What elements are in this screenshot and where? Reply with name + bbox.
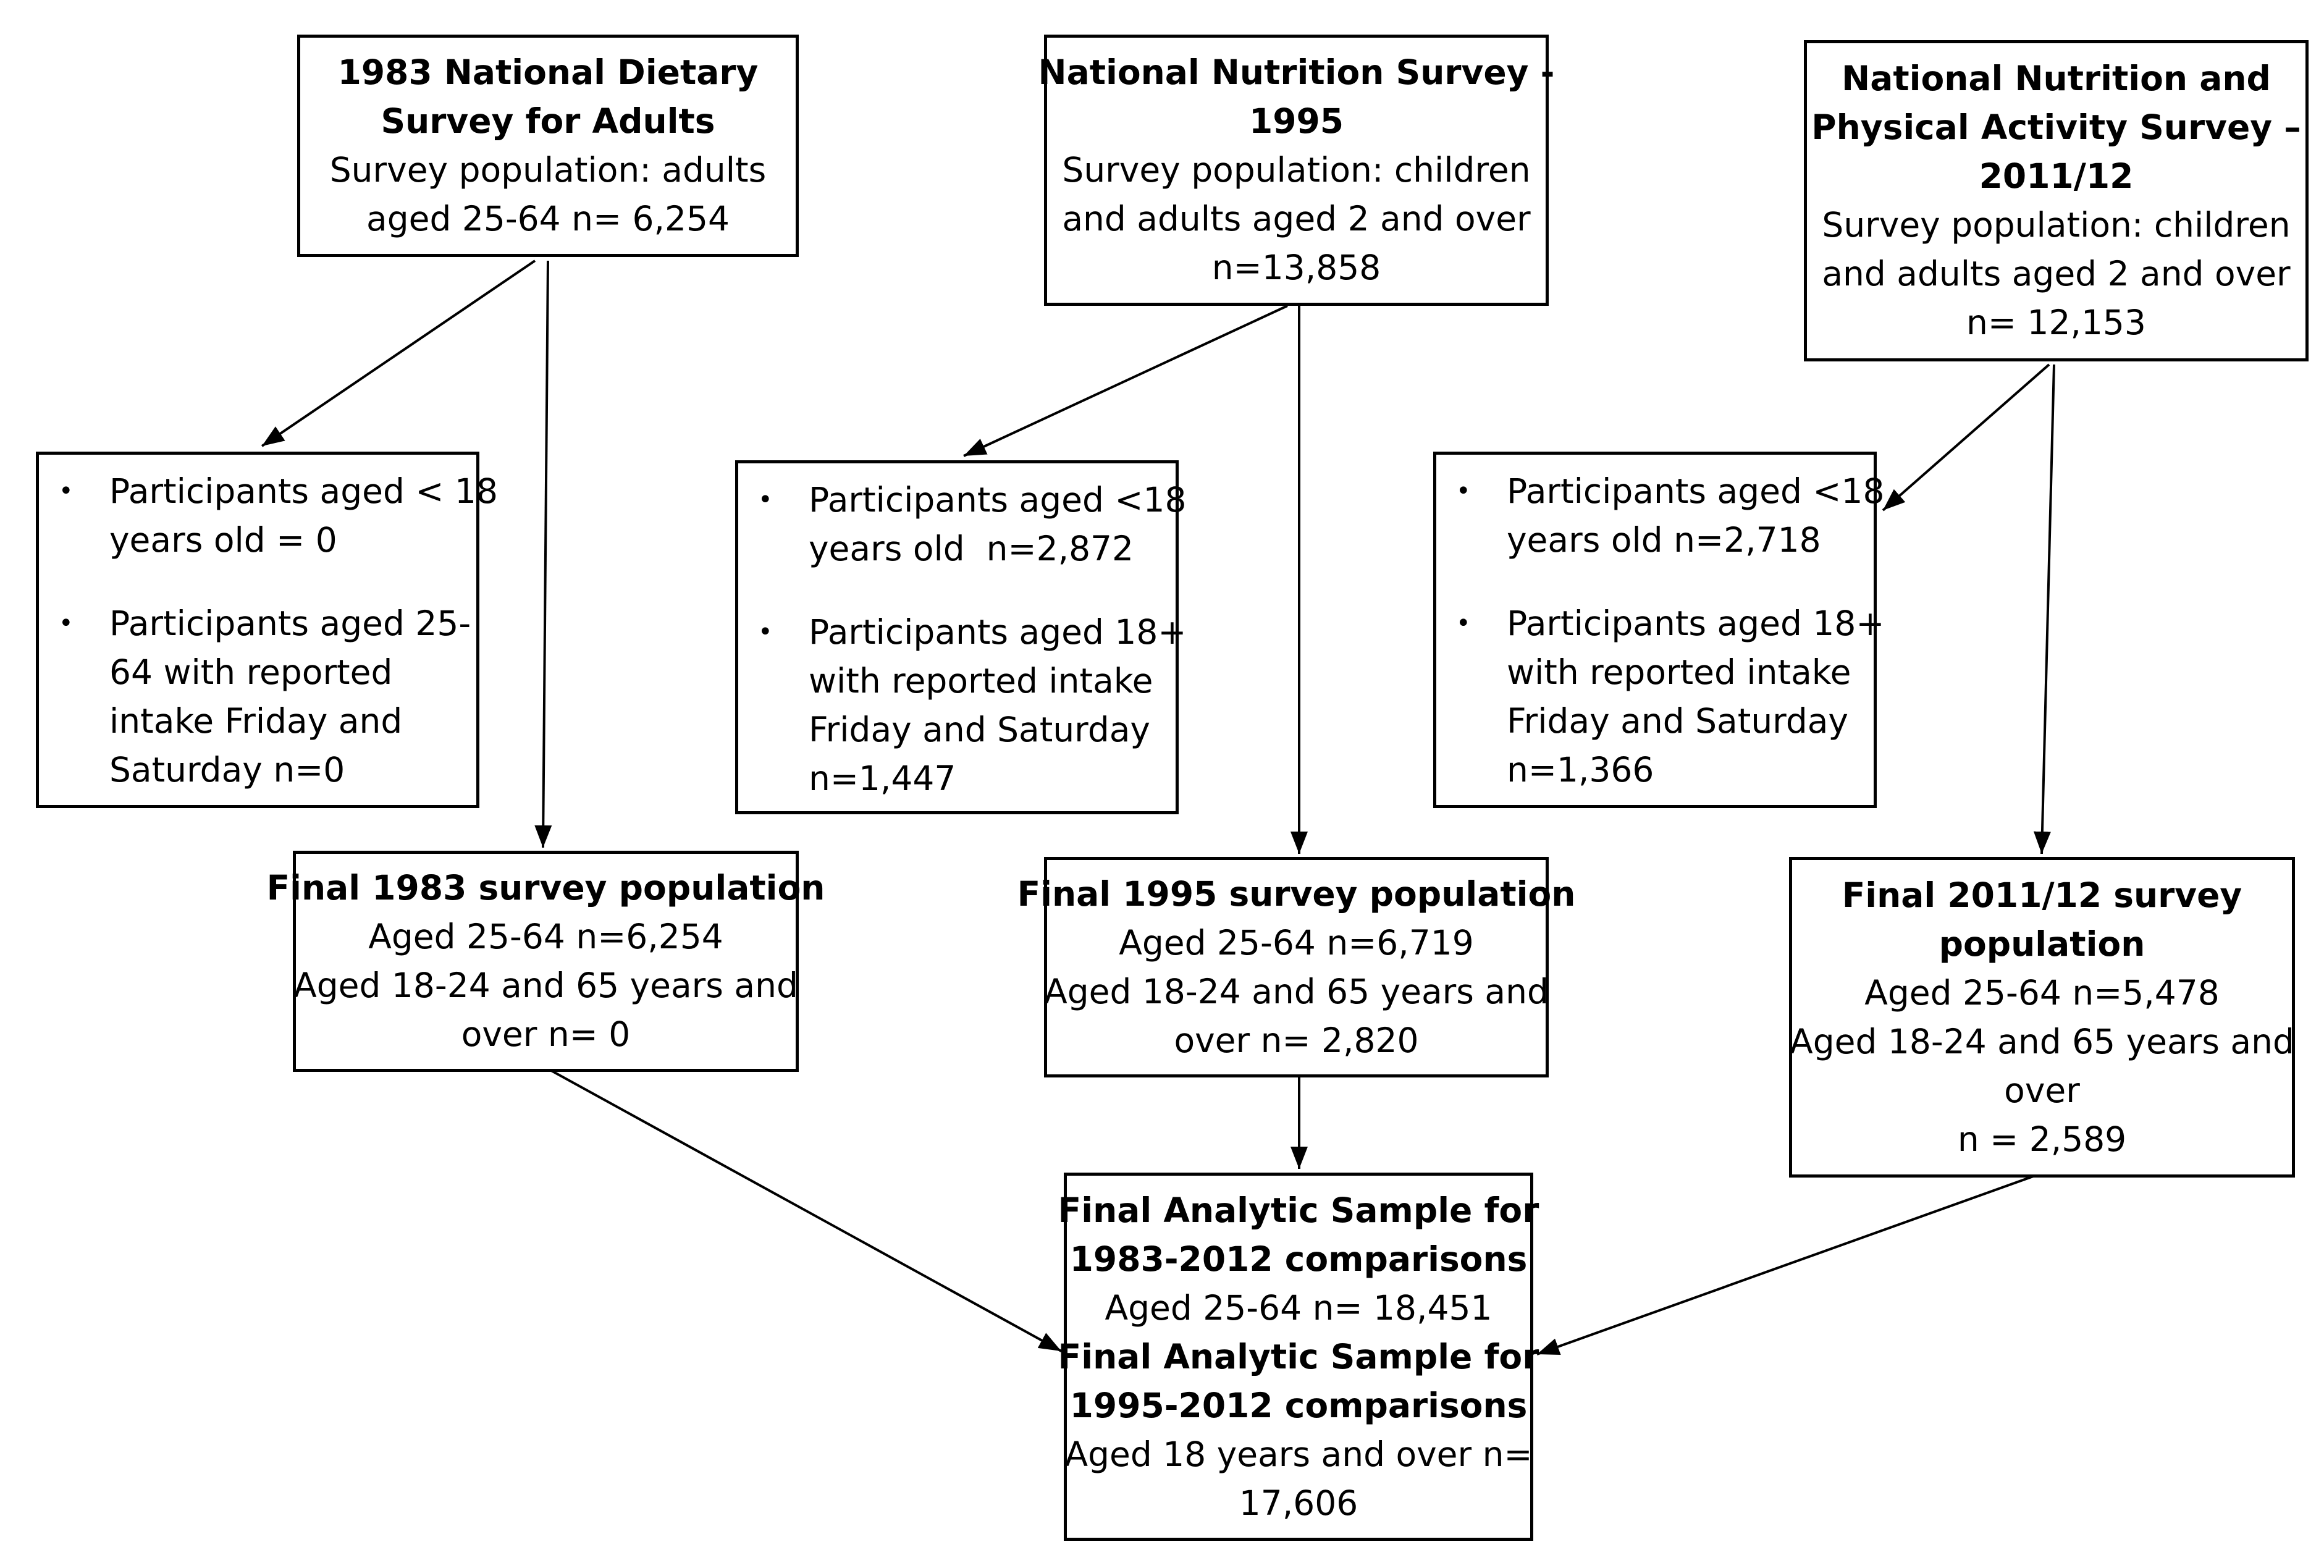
analytic-title-2-line: 1995-2012 comparisons	[1069, 1385, 1528, 1425]
exclusion-line: Friday and Saturday	[1507, 701, 1848, 741]
final-1983-body-line: Aged 25-64 n=6,254	[368, 917, 723, 956]
arrow-2011-to-final	[2033, 364, 2055, 854]
final-1995-box: Final 1995 survey population Aged 25-64 …	[1017, 857, 1575, 1077]
final-analytic-sample-box: Final Analytic Sample for 1983-2012 comp…	[1058, 1173, 1539, 1541]
final-2011-body-line: over	[2004, 1070, 2080, 1110]
survey-1983-title-line: 1983 National Dietary	[337, 53, 759, 92]
arrow-1983-to-final	[534, 260, 552, 848]
bullet-icon: •	[59, 477, 74, 505]
survey-2011-box: National Nutrition and Physical Activity…	[1804, 40, 2309, 361]
exclusion-item: • Participants aged 18+ with reported in…	[1451, 599, 1884, 795]
final-1995-body-line: Aged 25-64 n=6,719	[1119, 922, 1474, 963]
survey-2011-title-line: 2011/12	[1979, 156, 2134, 196]
survey-1995-body: Survey population: children and adults a…	[1062, 146, 1530, 292]
survey-1983-body-line: aged 25-64 n= 6,254	[366, 199, 730, 238]
exclusion-line: Participants aged 18+	[1507, 604, 1885, 643]
exclusion-item: • Participants aged 25- 64 with reported…	[54, 599, 471, 795]
survey-1995-box: National Nutrition Survey - 1995 Survey …	[1038, 35, 1554, 306]
exclusion-item: • Participants aged <18 years old n=2,71…	[1451, 467, 1884, 565]
final-2011-box: Final 2011/12 survey population Aged 25-…	[1789, 857, 2295, 1178]
analytic-body-2-line: 17,606	[1239, 1483, 1358, 1523]
exclusion-line: Participants aged 25-	[109, 604, 471, 643]
survey-1995-body-line: n=13,858	[1211, 248, 1381, 287]
final-2011-body-line: Aged 25-64 n=5,478	[1864, 972, 2220, 1013]
exclusion-text: Participants aged <18 years old n=2,718	[1507, 467, 1884, 565]
arrow-2011-to-exclusions	[1882, 363, 2050, 512]
bullet-icon: •	[59, 609, 74, 638]
survey-1995-title: National Nutrition Survey - 1995	[1038, 48, 1555, 146]
arrow-final-2011-to-analytic	[1536, 1174, 2037, 1355]
exclusion-line: Participants aged <18	[1507, 471, 1885, 511]
exclusion-item: • Participants aged 18+ with reported in…	[753, 608, 1186, 803]
survey-1995-title-line: National Nutrition Survey -	[1038, 53, 1555, 92]
final-1995-body-line: Aged 18-24 and 65 years and	[1044, 971, 1549, 1011]
survey-1995-body-line: and adults aged 2 and over	[1062, 199, 1531, 238]
exclusions-1983-box: • Participants aged < 18 years old = 0 •…	[36, 452, 498, 808]
exclusion-line: n=1,366	[1507, 750, 1654, 790]
analytic-title-1-line: Final Analytic Sample for	[1058, 1190, 1539, 1230]
survey-2011-body: Survey population: children and adults a…	[1822, 201, 2290, 347]
exclusion-line: Friday and Saturday	[809, 710, 1150, 749]
exclusion-line: years old n=2,872	[809, 529, 1134, 568]
exclusion-line: Saturday n=0	[109, 750, 345, 790]
exclusion-line: intake Friday and	[109, 701, 403, 741]
final-1983-title: Final 1983 survey population	[266, 868, 825, 908]
exclusion-text: Participants aged 18+ with reported inta…	[809, 608, 1186, 803]
bullet-icon: •	[1456, 477, 1471, 505]
final-1983-body-line: Aged 18-24 and 65 years and	[293, 966, 798, 1005]
arrow-1995-to-exclusions	[963, 305, 1288, 457]
final-2011-title-line: population	[1939, 924, 2145, 964]
analytic-title-1-line: 1983-2012 comparisons	[1069, 1239, 1528, 1279]
survey-1983-body-line: Survey population: adults	[329, 150, 767, 190]
survey-2011-title: National Nutrition and Physical Activity…	[1811, 54, 2301, 201]
survey-2011-body-line: Survey population: children	[1822, 205, 2291, 245]
exclusion-item: • Participants aged < 18 years old = 0	[54, 467, 498, 565]
exclusion-line: Participants aged <18	[809, 480, 1187, 520]
final-2011-title-line: Final 2011/12 survey	[1842, 875, 2242, 915]
final-1995-title: Final 1995 survey population	[1017, 874, 1576, 914]
survey-1983-title: 1983 National Dietary Survey for Adults	[338, 48, 759, 146]
survey-1995-title-line: 1995	[1248, 101, 1344, 141]
final-2011-body-line: n = 2,589	[1957, 1119, 2127, 1159]
exclusion-item: • Participants aged <18 years old n=2,87…	[753, 476, 1186, 573]
exclusion-text: Participants aged 25- 64 with reported i…	[109, 599, 471, 795]
analytic-body-2-line: Aged 18 years and over n=	[1064, 1434, 1533, 1474]
exclusion-line: years old = 0	[109, 520, 337, 560]
exclusions-1995-box: • Participants aged <18 years old n=2,87…	[735, 460, 1186, 814]
survey-1995-body-line: Survey population: children	[1062, 150, 1531, 190]
survey-2011-body-line: and adults aged 2 and over	[1822, 254, 2291, 293]
exclusion-line: with reported intake	[809, 661, 1153, 701]
exclusion-line: n=1,447	[809, 759, 956, 798]
exclusion-text: Participants aged <18 years old n=2,872	[809, 476, 1186, 573]
exclusion-line: Participants aged 18+	[809, 612, 1187, 652]
survey-1983-title-line: Survey for Adults	[381, 101, 715, 141]
exclusion-text: Participants aged < 18 years old = 0	[109, 467, 498, 565]
analytic-title-2-line: Final Analytic Sample for	[1058, 1336, 1539, 1376]
arrow-1983-to-exclusions	[261, 259, 536, 447]
exclusion-line: 64 with reported	[109, 652, 393, 692]
survey-1983-box: 1983 National Dietary Survey for Adults …	[297, 35, 799, 257]
exclusion-text: Participants aged 18+ with reported inta…	[1507, 599, 1884, 795]
survey-2011-title-line: Physical Activity Survey –	[1811, 107, 2301, 147]
analytic-body-1-line: Aged 25-64 n= 18,451	[1105, 1288, 1492, 1328]
survey-2011-title-line: National Nutrition and	[1842, 59, 2271, 98]
final-1995-body-line: over n= 2,820	[1174, 1020, 1419, 1060]
arrow-final-1983-to-analytic	[547, 1068, 1062, 1352]
exclusion-line: Participants aged < 18	[109, 471, 498, 511]
exclusion-line: years old n=2,718	[1507, 520, 1821, 560]
exclusion-line: with reported intake	[1507, 652, 1851, 692]
bullet-icon: •	[1456, 609, 1471, 638]
final-1983-body-line: over n= 0	[461, 1014, 631, 1054]
survey-2011-body-line: n= 12,153	[1966, 303, 2146, 342]
survey-1983-body: Survey population: adults aged 25-64 n= …	[330, 146, 766, 243]
bullet-icon: •	[758, 486, 773, 514]
final-2011-body-line: Aged 18-24 and 65 years and	[1790, 1021, 2294, 1061]
final-1983-box: Final 1983 survey population Aged 25-64 …	[267, 851, 825, 1072]
exclusions-2011-box: • Participants aged <18 years old n=2,71…	[1433, 452, 1884, 808]
bullet-icon: •	[758, 618, 773, 646]
